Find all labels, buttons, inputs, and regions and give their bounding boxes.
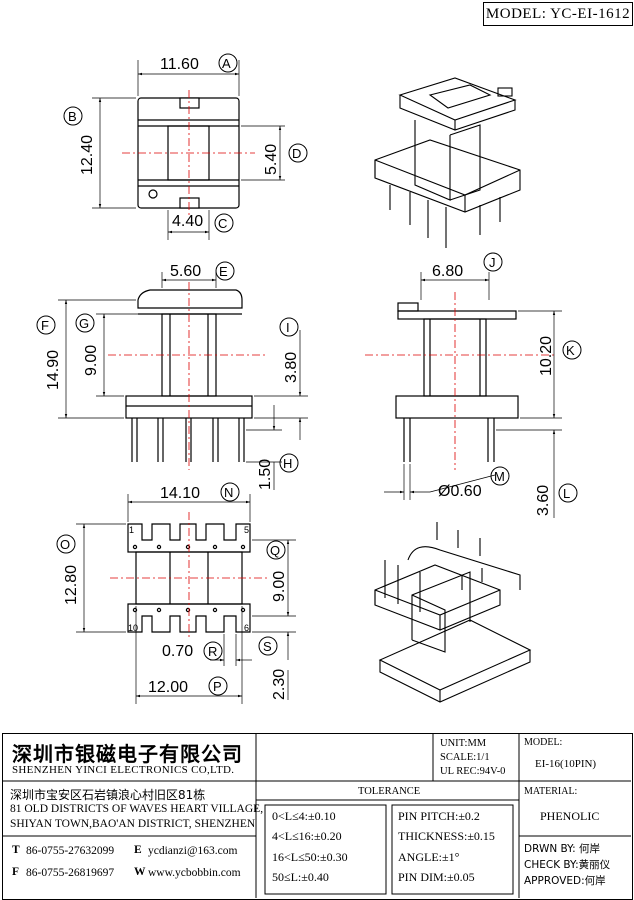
dim-M-letter: M <box>494 469 505 484</box>
unit-text: UNIT:MM <box>440 738 487 749</box>
dim-C-letter: C <box>218 216 227 231</box>
model-header: MODEL: YC-EI-1612 <box>483 2 633 26</box>
top-view <box>92 60 285 240</box>
dim-A-letter: A <box>222 56 231 71</box>
dim-E-letter: E <box>219 264 228 279</box>
address-cn: 深圳市宝安区石岩镇浪心村旧区81栋 <box>10 788 206 802</box>
dim-I-letter: I <box>286 320 290 335</box>
company-name-cn: 深圳市银磁电子有限公司 <box>12 742 243 766</box>
ul-rec-text: UL REC:94V-0 <box>440 766 506 777</box>
dim-P-value: 12.00 <box>148 679 188 696</box>
model-label: MODEL: <box>524 737 563 748</box>
dim-D-letter: D <box>292 146 301 161</box>
tol-row-3: 16<L≤50:±0.30 <box>272 850 348 864</box>
dim-R-value: 0.70 <box>162 643 193 660</box>
dim-B-value: 12.40 <box>79 135 96 175</box>
dim-S-value: 2.30 <box>271 669 288 700</box>
scale-text: SCALE:1/1 <box>440 752 490 763</box>
bottom-view <box>76 494 296 704</box>
pin-label-6: 6 <box>244 623 249 633</box>
dim-N-value: 14.10 <box>160 485 200 502</box>
model-value: EI-16(10PIN) <box>535 758 597 770</box>
dim-A-value: 11.60 <box>160 56 199 73</box>
isometric-view-bottom <box>374 522 532 703</box>
dim-S-letter: S <box>263 639 272 654</box>
tel-number: 86-0755-27632099 <box>26 845 115 857</box>
address-en-line1: 81 OLD DISTRICTS OF WAVES HEART VILLAGE, <box>10 803 264 815</box>
dim-H-value: 1.50 <box>257 459 274 490</box>
email-label: E <box>134 844 142 856</box>
dim-I-value: 3.80 <box>283 352 300 383</box>
dim-N-letter: N <box>224 485 233 500</box>
material-label: MATERIAL: <box>524 786 578 797</box>
dim-F-letter: F <box>41 318 49 333</box>
company-name-en: SHENZHEN YINCI ELECTRONICS CO,LTD. <box>12 764 235 776</box>
side-view <box>365 272 562 518</box>
dim-P-letter: P <box>213 679 222 694</box>
drawn-by: DRWN BY: 何岸 <box>524 843 601 855</box>
dim-J-value: 6.80 <box>432 263 463 280</box>
dim-H-letter: H <box>283 456 292 471</box>
dim-E-value: 5.60 <box>170 263 201 280</box>
pin-dim-tol: PIN DIM:±0.05 <box>398 870 475 884</box>
email-address: ycdianzi@163.com <box>148 845 238 857</box>
thickness-tol: THICKNESS:±0.15 <box>398 829 495 843</box>
dim-D-value: 5.40 <box>263 144 280 175</box>
address-en-line2: SHIYAN TOWN,BAO'AN DISTRICT, SHENZHEN <box>10 818 256 830</box>
pin-pitch-tol: PIN PITCH:±0.2 <box>398 809 480 823</box>
material-value: PHENOLIC <box>540 809 600 823</box>
isometric-view-top <box>374 77 521 248</box>
dim-G-value: 9.00 <box>83 345 100 376</box>
fax-label: F <box>12 866 20 878</box>
dim-Q-value: 9.00 <box>271 571 288 602</box>
tolerance-label: TOLERANCE <box>358 786 421 797</box>
dim-L-value: 3.60 <box>535 485 552 516</box>
pin-label-5: 5 <box>244 525 249 535</box>
angle-tol: ANGLE:±1° <box>398 850 460 864</box>
fax-number: 86-0755-26819697 <box>26 867 115 879</box>
pin-label-10: 10 <box>128 623 138 633</box>
dim-B-letter: B <box>68 109 77 124</box>
dim-C-value: 4.40 <box>172 213 203 230</box>
dim-O-value: 12.80 <box>63 565 80 605</box>
dimension-labels: 11.60 A B 12.40 5.40 D 4.40 C 5.60 E F 1… <box>36 53 582 700</box>
dim-F-value: 14.90 <box>45 350 62 390</box>
web-label: W <box>134 866 146 878</box>
dim-G-letter: G <box>79 316 89 331</box>
pin-label-1: 1 <box>129 525 134 535</box>
front-view <box>58 272 308 490</box>
approved-by: APPROVED:何岸 <box>524 875 606 887</box>
tol-row-1: 0<L≤4:±0.10 <box>272 809 336 823</box>
dim-L-letter: L <box>563 486 570 501</box>
tol-row-4: 50≤L:±0.40 <box>272 870 329 884</box>
check-by: CHECK BY:黄丽仪 <box>524 859 611 871</box>
tel-label: T <box>12 844 20 856</box>
dim-O-letter: O <box>60 537 70 552</box>
dim-R-letter: R <box>208 644 217 659</box>
dim-K-value: 10.20 <box>538 336 555 376</box>
tol-row-2: 4<L≤16:±0.20 <box>272 829 342 843</box>
dim-K-letter: K <box>566 343 575 358</box>
dim-J-letter: J <box>489 255 496 270</box>
technical-drawing <box>58 60 562 704</box>
dim-Q-letter: Q <box>270 543 280 558</box>
dim-M-value: Ø0.60 <box>438 483 482 500</box>
web-address: www.ycbobbin.com <box>148 867 241 879</box>
